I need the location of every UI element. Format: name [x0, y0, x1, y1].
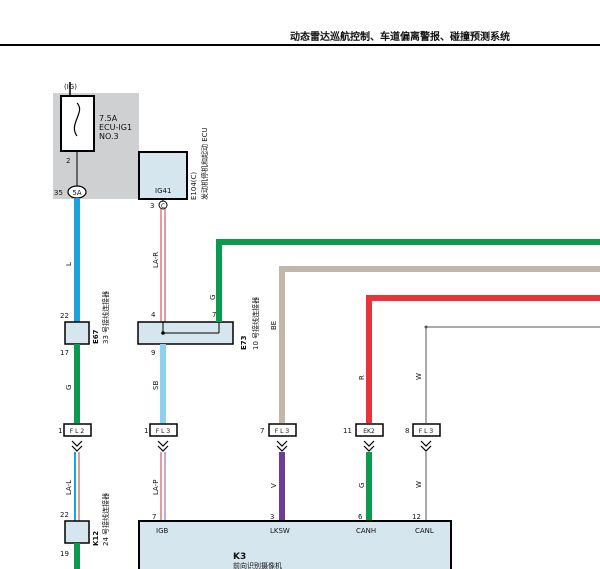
wire-label-g-top: G [209, 295, 217, 300]
k3-pin-name-1: IGB [156, 527, 168, 535]
wire-label-g-left: G [65, 385, 73, 390]
inline-code-4: EK2 [363, 428, 375, 435]
inline-box-3 [268, 423, 297, 437]
inline-code-1: F L 2 [70, 428, 85, 435]
e67-desc: 33 号接线连接器 [101, 291, 110, 344]
inline-connector-2: 1 F L 3 [144, 423, 178, 452]
inline-box-4 [355, 423, 384, 437]
k3-pin-name-2: LKSW [270, 527, 290, 535]
inline-connector-4: 11 EK2 [343, 423, 384, 452]
wire-be [279, 266, 600, 423]
wire-label-be: BE [270, 321, 278, 330]
k3-pin-num-3: 6 [358, 513, 363, 521]
wire-label-la-l: LA-L [65, 480, 73, 495]
wire-w-top [425, 326, 600, 423]
e67-bottom-pin: 17 [60, 349, 69, 357]
fuse-block-code: 5A [72, 189, 81, 197]
inline-chevrons-1 [71, 440, 83, 452]
e67-code: E67 [92, 329, 100, 344]
wire-label-v: V [270, 483, 278, 488]
inline-connector-3: 7 F L 3 [260, 423, 297, 452]
ecu-pin: 3 [150, 202, 154, 210]
connector-e67 [64, 321, 90, 345]
k12-bottom-pin: 19 [60, 550, 69, 558]
ecu-e104-box [138, 151, 188, 200]
k3-pin-num-2: 3 [270, 513, 274, 521]
e73-left-pin: 4 [151, 311, 156, 319]
fuse-icon [73, 102, 81, 137]
k3-pin-name-3: CANH [356, 527, 376, 535]
fuse-name: ECU-IG1 [99, 123, 132, 132]
wire-label-la-r: LA-R [152, 252, 160, 268]
k12-code: K12 [92, 531, 100, 546]
ecu-terminal: IG41 [155, 187, 171, 195]
inline-code-5: F L 3 [419, 428, 434, 435]
e73-junction [161, 331, 165, 335]
fuse-box [60, 95, 95, 152]
connector-k12 [64, 520, 90, 544]
inline-chevrons-4 [363, 440, 375, 452]
fuse-rating: 7.5A [99, 114, 118, 123]
inline-pin-3: 7 [260, 427, 264, 435]
e73-bottom-pin: 9 [151, 349, 155, 357]
wire-label-w-top: W [415, 373, 423, 380]
wire-r [366, 295, 600, 423]
fuse-block-pin: 35 [54, 189, 63, 197]
k3-pin-num-4: 12 [412, 513, 421, 521]
inline-code-2: F L 3 [156, 428, 171, 435]
fuse-number: NO.3 [99, 132, 119, 141]
wire-label-r: R [358, 375, 366, 380]
ecu-pin-code: C [161, 203, 165, 210]
inline-chevrons-2 [157, 440, 169, 452]
e67-top-pin: 22 [60, 312, 69, 320]
page-title: 动态雷达巡航控制、车道偏离警报、碰撞预测系统 [290, 30, 510, 43]
inline-chevrons-3 [276, 440, 288, 452]
wire-label-la-p: LA-P [152, 480, 160, 495]
k12-desc: 24 号接线连接器 [101, 493, 110, 546]
inline-box-5 [412, 423, 441, 437]
ecu-pin-terminal [158, 200, 168, 210]
wire-g-top [216, 239, 600, 322]
inline-box-1 [63, 423, 92, 437]
inline-code-3: F L 3 [275, 428, 290, 435]
ecu-code: E104(C) [190, 172, 198, 200]
wire-label-g-canh: G [358, 483, 366, 488]
k3-pin-num-1: 7 [152, 513, 156, 521]
e73-desc: 10 号接线连接器 [251, 297, 260, 350]
fuse-pin: 2 [66, 157, 70, 165]
inline-pin-5: 8 [405, 427, 409, 435]
w-junction [424, 325, 428, 329]
inline-chevrons-5 [420, 440, 432, 452]
inline-pin-4: 11 [343, 427, 352, 435]
module-k3-box [138, 520, 452, 569]
wire-label-w-bottom: W [415, 481, 423, 488]
k3-pin-name-4: CANL [415, 527, 434, 535]
inline-connector-5: 8 F L 3 [405, 423, 441, 452]
wire-label-sb: SB [152, 381, 160, 390]
inline-connector-1: 1 F L 2 [58, 423, 92, 452]
k3-code: K3 [233, 552, 246, 562]
k3-desc: 前向识别摄像机 [233, 561, 282, 569]
inline-box-2 [149, 423, 178, 437]
wire-label-l: L [65, 262, 73, 266]
ecu-desc: 发动机停机和起动 ECU [200, 127, 209, 200]
e73-right-pin: 7 [212, 311, 216, 319]
inline-pin-1: 1 [58, 427, 62, 435]
e73-code: E73 [240, 335, 248, 350]
inline-pin-2: 1 [144, 427, 148, 435]
k12-top-pin: 22 [60, 511, 69, 519]
